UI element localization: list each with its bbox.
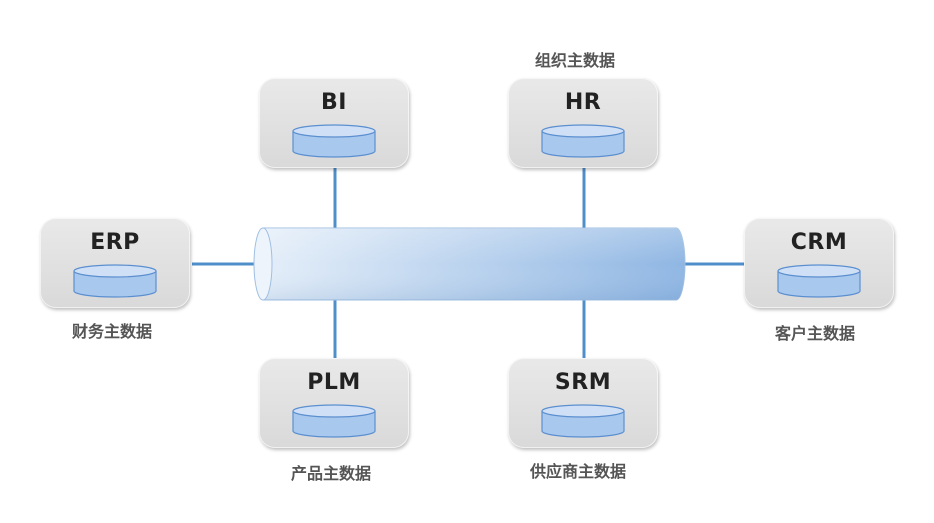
system-name-bi: BI — [321, 90, 347, 115]
system-name-erp: ERP — [90, 230, 140, 255]
caption-srm: 供应商主数据 — [530, 462, 627, 481]
database-icon — [777, 264, 861, 298]
system-box-crm: CRM — [744, 218, 894, 308]
system-box-erp: ERP — [40, 218, 190, 308]
system-name-hr: HR — [564, 90, 602, 115]
system-box-bi: BI — [259, 78, 409, 168]
system-box-plm: PLM — [259, 358, 409, 448]
caption-hr: 组织主数据 — [535, 51, 616, 70]
caption-crm: 客户主数据 — [775, 324, 856, 343]
system-name-srm: SRM — [554, 370, 612, 395]
database-icon — [541, 404, 625, 438]
system-name-plm: PLM — [307, 370, 361, 395]
database-icon — [541, 124, 625, 158]
database-icon — [292, 404, 376, 438]
caption-plm: 产品主数据 — [291, 464, 372, 483]
database-icon — [73, 264, 157, 298]
integration-bus — [253, 227, 686, 301]
caption-erp: 财务主数据 — [72, 322, 153, 341]
system-box-srm: SRM — [508, 358, 658, 448]
system-box-hr: HR — [508, 78, 658, 168]
database-icon — [292, 124, 376, 158]
system-name-crm: CRM — [790, 230, 848, 255]
